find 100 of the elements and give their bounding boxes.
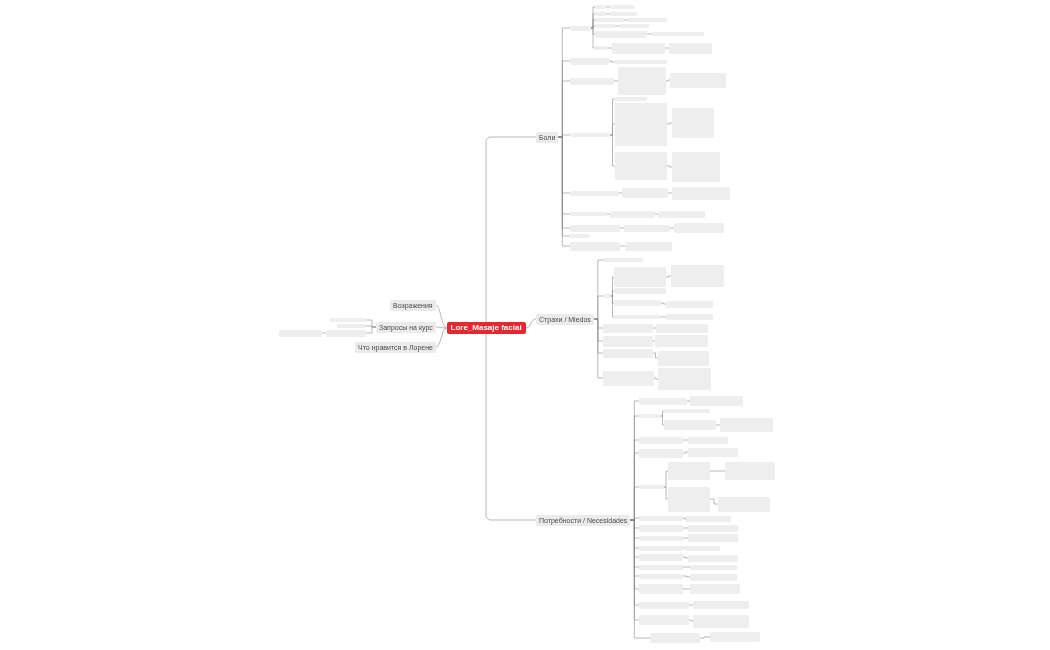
connector-line <box>715 424 721 426</box>
connector-line <box>610 290 615 297</box>
subtopic-box <box>570 77 614 85</box>
subtopic-box <box>625 241 672 251</box>
subtopic-box <box>639 545 683 551</box>
subtopic-box <box>710 632 760 642</box>
connector-line <box>682 527 689 529</box>
subtopic-box <box>614 300 661 306</box>
connector-line <box>613 80 619 82</box>
subtopic-box <box>720 418 773 432</box>
subtopic-box <box>688 554 738 562</box>
connector-line <box>682 451 689 454</box>
connector-line <box>660 316 667 318</box>
connector-line <box>682 439 689 441</box>
subtopic-box <box>690 564 737 570</box>
connector-line <box>652 340 656 342</box>
connector-line <box>630 519 651 639</box>
subtopic-box <box>614 267 666 287</box>
connector-line <box>654 213 659 215</box>
connector-line <box>590 25 596 29</box>
connector-line <box>709 498 719 505</box>
connector-line <box>619 245 626 247</box>
connector-line <box>682 588 691 590</box>
connector-line <box>664 47 670 49</box>
subtopic-box <box>639 535 683 541</box>
connector-line <box>686 400 691 402</box>
connector-line <box>605 6 611 8</box>
subtopic-box <box>639 584 683 594</box>
subtopic-box <box>603 294 611 298</box>
subtopic-box <box>639 515 683 521</box>
connector-line <box>709 470 726 472</box>
subtopic-box <box>685 545 720 551</box>
connector-line <box>660 410 665 417</box>
connector-line <box>665 275 672 278</box>
subtopic-box <box>718 496 770 512</box>
subtopic-box <box>670 72 726 88</box>
connector-line <box>663 470 669 488</box>
subtopic-box <box>570 190 619 196</box>
subtopic-box <box>655 335 708 347</box>
subtopic-box <box>669 42 712 54</box>
connector-line <box>699 636 711 639</box>
connector-line <box>606 47 613 49</box>
connector-line <box>435 326 447 329</box>
subtopic-box <box>570 241 620 251</box>
connector-line <box>653 377 659 380</box>
connector-line <box>652 352 659 359</box>
subtopic-box <box>656 323 708 333</box>
subtopic-box <box>326 329 366 337</box>
subtopic-box <box>668 486 710 512</box>
connector-line <box>688 604 694 606</box>
subtopic-box <box>664 420 716 430</box>
connector-line <box>663 486 669 500</box>
subtopic-box <box>603 348 653 358</box>
subtopic-box <box>603 335 653 347</box>
connector-line <box>485 136 537 323</box>
connector-line <box>525 318 537 329</box>
subtopic-box <box>674 223 724 233</box>
connector-line <box>605 13 611 15</box>
connector-line <box>682 556 689 559</box>
subtopic-box <box>614 288 666 294</box>
connector-line <box>614 25 620 27</box>
connector-line <box>435 327 447 348</box>
subtopic-box <box>690 573 737 581</box>
connector-line <box>609 123 616 136</box>
subtopic-box <box>595 46 607 50</box>
subtopic-box <box>668 462 710 480</box>
connector-line <box>485 333 537 521</box>
subtopic-box <box>603 323 653 333</box>
central-topic: Lore_Masaje facial <box>446 322 526 334</box>
connector-line <box>609 134 616 167</box>
connector-line <box>618 192 623 194</box>
subtopic-box <box>639 601 689 609</box>
connector-line <box>669 227 675 229</box>
connector-line <box>666 122 673 125</box>
subtopic-box <box>686 516 731 522</box>
subtopic-box <box>603 370 654 386</box>
connector-line <box>321 332 327 334</box>
connector-line <box>619 227 625 229</box>
subtopic-box <box>666 300 713 308</box>
subtopic-box <box>672 186 730 200</box>
subtopic-box <box>672 152 720 182</box>
subtopic-box <box>570 25 591 31</box>
connector-line <box>435 304 447 329</box>
subtopic-box <box>658 368 711 390</box>
connector-line <box>667 192 673 194</box>
subtopic-box <box>615 152 667 180</box>
subtopic-box <box>693 614 749 628</box>
subtopic-box <box>639 564 683 570</box>
connector-line <box>646 33 653 35</box>
connector-line <box>606 213 611 215</box>
subtopic-box <box>639 615 689 625</box>
connector-line <box>682 537 689 539</box>
connector-line <box>610 295 615 318</box>
subtopic-box <box>595 30 647 38</box>
subtopic-box <box>639 397 687 405</box>
subtopic-box <box>639 524 683 532</box>
subtopic-box <box>688 524 738 532</box>
connector-line <box>660 415 665 426</box>
connector-line <box>590 27 596 49</box>
connector-line <box>666 165 673 168</box>
